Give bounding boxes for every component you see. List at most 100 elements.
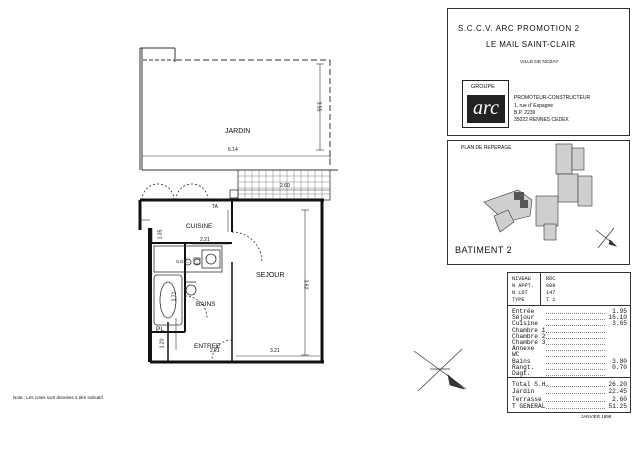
plan-label-jardin: JARDIN — [225, 128, 251, 135]
room-row-label: Dagt. — [512, 370, 531, 377]
title-line-1: S.C.C.V. ARC PROMOTION 2 — [458, 24, 580, 33]
room-row-label: Rangt. — [512, 363, 535, 371]
dim-614: 6.14 — [228, 147, 238, 153]
footer-date: JANVIER 1998 — [581, 414, 612, 419]
promoter-address-1: 1, rue d' Espagne — [514, 103, 554, 109]
dim-260: 2.60 — [280, 183, 290, 189]
room-row-label: WC — [512, 351, 520, 359]
dim-221a: 2.21 — [200, 237, 210, 243]
detail-row-label: TYPE — [512, 297, 525, 303]
area-table-divider-3 — [540, 272, 541, 305]
plan-label-cuisine: CUISINE — [186, 223, 213, 230]
room-row-leader — [546, 358, 605, 364]
area-table-divider-1 — [507, 305, 631, 306]
detail-row-value: RDC — [546, 276, 556, 282]
detail-row: N APPT. 009 — [512, 283, 627, 291]
title-block — [447, 8, 630, 136]
room-row-leader — [546, 327, 605, 333]
locator-site-plan — [483, 143, 593, 241]
room-row: Entrée 1.95 — [512, 308, 627, 316]
room-row: Chambre 3 — [512, 339, 627, 347]
detail-row: TYPE T 1 — [512, 297, 627, 305]
room-row: Dagt. — [512, 370, 627, 378]
groupe-logo-box — [462, 80, 509, 128]
room-row-label: Cuisine — [512, 320, 538, 328]
room-row-label: Chambre 3 — [512, 339, 546, 346]
room-row-label: Chambre 1 — [512, 326, 546, 334]
area-table-divider-2 — [507, 377, 631, 378]
total-row-label: Total S.H. — [512, 381, 550, 388]
detail-row-value: T 1 — [546, 297, 556, 303]
total-row-value: 22.45 — [608, 388, 627, 396]
promoter-address-3: 35022 RENNES CEDEX — [514, 117, 569, 123]
total-row-value: 51.25 — [608, 403, 627, 411]
total-row-leader — [546, 381, 605, 387]
locator-heading: PLAN DE REPERAGE — [461, 145, 512, 151]
dim-321: 3.21 — [270, 348, 280, 354]
room-row-leader — [546, 314, 605, 321]
north-arrow-icon — [595, 227, 618, 249]
room-row: WC — [512, 351, 627, 359]
total-row: Total S.H. 26.20 — [512, 381, 627, 389]
total-row-leader — [546, 396, 605, 402]
title-line-2: LE MAIL SAINT-CLAIR — [486, 40, 576, 49]
plan-label-sejour: SEJOUR — [256, 272, 285, 279]
locator-box — [447, 140, 630, 265]
total-row-leader — [546, 403, 605, 410]
detail-row-label: NIVEAU — [512, 276, 531, 282]
arc-logo: arc — [467, 95, 505, 123]
room-row-leader — [546, 364, 605, 370]
room-row: Annexe — [512, 345, 627, 353]
room-row-leader — [546, 320, 605, 327]
room-row-label: Chambre 2 — [512, 332, 546, 340]
dim-171: 1.71 — [171, 291, 178, 302]
room-row-leader — [546, 333, 605, 339]
detail-row-value: 009 — [546, 283, 556, 289]
room-row: Rangt. 0.70 — [512, 364, 627, 372]
area-table — [507, 272, 631, 413]
building-label: BATIMENT 2 — [455, 245, 513, 255]
plan-label-entree: ENTREE — [194, 343, 221, 350]
room-row-label: Annexe — [512, 345, 535, 353]
room-row-value: 1.95 — [612, 308, 627, 315]
promoter-address-2: B.P. 2239 — [514, 110, 536, 116]
plan-label-pl: PL — [156, 326, 164, 333]
dim-362: 3.62 — [302, 279, 309, 290]
total-row-leader — [546, 388, 605, 395]
room-row-leader — [546, 339, 605, 345]
room-row: Chambre 1 — [512, 327, 627, 335]
room-row: Chambre 2 — [512, 333, 627, 341]
promoter-role: PROMOTEUR-CONSTRUCTEUR — [514, 95, 591, 101]
room-row-leader — [546, 345, 605, 352]
dim-135: 1.35 — [157, 229, 164, 240]
title-line-3: VILLE DE NOZAY — [520, 60, 559, 65]
compass-rose-icon — [413, 348, 467, 392]
detail-row-label: N LOT — [512, 290, 528, 296]
room-row: Bains 3.80 — [512, 358, 627, 366]
total-row: Jardin 22.45 — [512, 388, 627, 396]
room-row-label: Entrée — [512, 308, 535, 315]
dim-120: 1.20 — [159, 338, 166, 349]
total-row-value: 26.20 — [608, 381, 627, 388]
room-row-value: 16.10 — [608, 314, 627, 322]
plan-label-sdc: S.D.C. — [176, 259, 190, 264]
detail-row-label: N APPT. — [512, 283, 534, 289]
room-row-value: 3.80 — [612, 357, 627, 365]
detail-row: N LOT 147 — [512, 290, 627, 298]
arc-logo-text: arc — [473, 97, 499, 119]
plan-label-bains: BAINS — [196, 301, 216, 308]
dim-221b: 2.21 — [210, 348, 220, 354]
detail-row: NIVEAU RDC — [512, 276, 627, 284]
floor-plan — [138, 47, 338, 364]
room-row-label: Bains — [512, 357, 531, 365]
detail-row-value: 147 — [546, 290, 556, 296]
room-row-leader — [546, 370, 605, 376]
room-row-value: 0.70 — [612, 363, 627, 371]
total-row-label: T GENERAL — [512, 403, 546, 411]
total-row-label: Terrasse — [512, 395, 542, 403]
room-row-leader — [546, 308, 605, 314]
total-row-label: Jardin — [512, 388, 535, 396]
